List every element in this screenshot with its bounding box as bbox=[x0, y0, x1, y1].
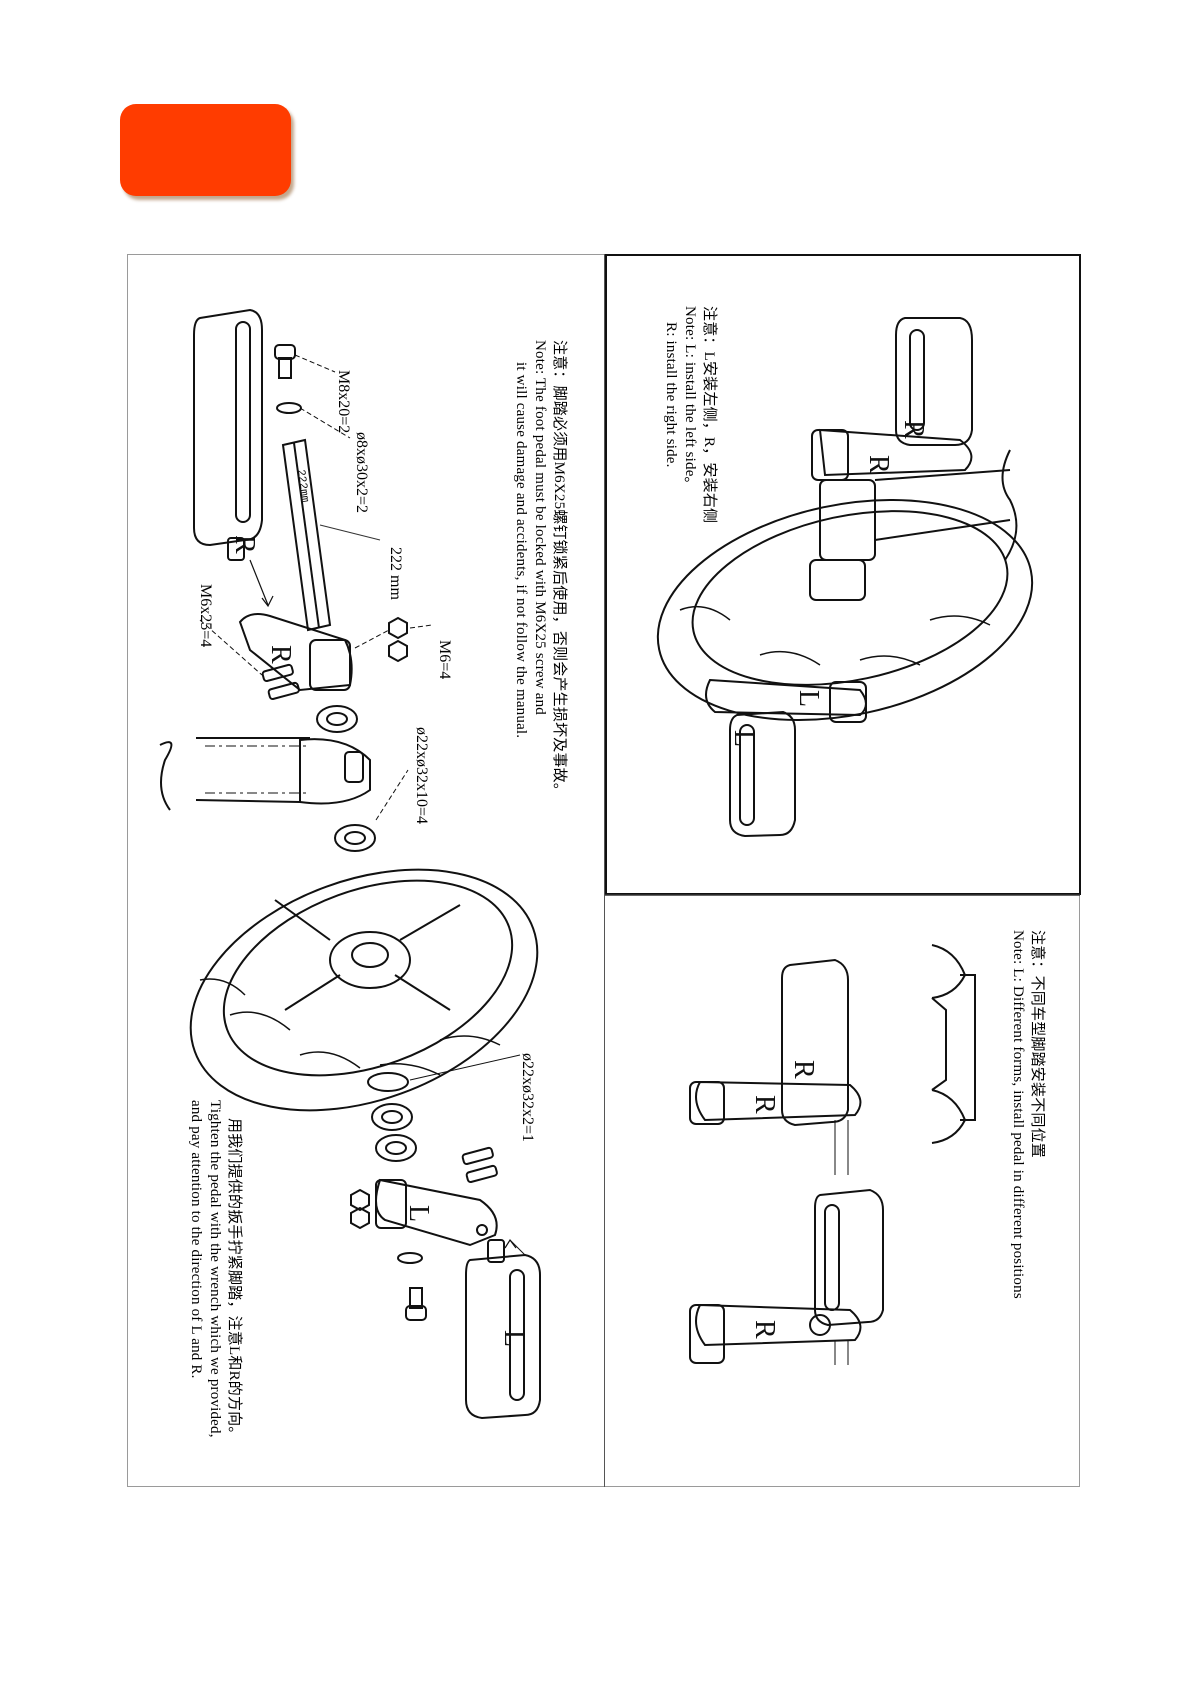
pedal-lock-note-zh: 注意：脚踏必须用M6X25螺钉锁紧后使用，否则会产生损坏及事故。 bbox=[551, 340, 567, 799]
tighten-instruction-zh: 用我们提供的扳手拧紧脚踏，注意L和R的方向。 bbox=[226, 1118, 242, 1442]
label-washer: ø8xø30x2=2 bbox=[353, 432, 370, 514]
pedal-position-alt-illustration bbox=[689, 1188, 884, 1365]
tighten-instruction: 用我们提供的扳手拧紧脚踏，注意L和R的方向。 Tighten the pedal… bbox=[186, 1100, 243, 1442]
tighten-instruction-en1: Tighten the pedal with the wrench which … bbox=[207, 1100, 223, 1438]
axle-mark: 222mm bbox=[294, 469, 311, 504]
mark-l-top-pedal: L bbox=[728, 730, 759, 747]
mark-l-pedal: L bbox=[498, 1330, 529, 1347]
crank-l-illustration bbox=[375, 1178, 498, 1247]
label-screw: M6x25=4 bbox=[197, 584, 214, 648]
washer-illustration bbox=[276, 402, 302, 414]
positions-note-zh: 注意：不同车型脚踏安装不同位置 bbox=[1029, 930, 1045, 1159]
label-axle: 222 mm bbox=[387, 547, 404, 600]
label-bearing: ø22xø32x10=4 bbox=[413, 727, 430, 825]
left-right-note: 注意：L安装左侧，R，安装右侧 Note: L: install the lef… bbox=[661, 306, 718, 523]
panel-divider bbox=[604, 254, 605, 1487]
axle-illustration bbox=[281, 438, 332, 632]
left-right-note-en1: Note: L: install the left side。 bbox=[682, 306, 698, 492]
pedal-lock-note-en2: it will cause damage and accidents, if n… bbox=[513, 362, 529, 739]
positions-note: 注意：不同车型脚踏安装不同位置 Note: L: Different forms… bbox=[1008, 930, 1046, 1299]
mark-l-crank: L bbox=[403, 1205, 434, 1222]
pedal-l-illustration bbox=[465, 1239, 541, 1420]
wrench-illustration bbox=[931, 944, 976, 1144]
pedal-position-r-illustration bbox=[689, 958, 862, 1175]
left-right-note-en2: R: install the right side. bbox=[663, 322, 679, 468]
assembled-view-illustration bbox=[656, 317, 1034, 838]
top-right-panel bbox=[605, 254, 1081, 895]
frame-tube-illustration bbox=[159, 737, 371, 811]
tighten-instruction-en2: and pay attention to the direction of L … bbox=[188, 1100, 204, 1379]
mark-r-crank: R bbox=[265, 645, 296, 664]
mark-r-bottom-crank-2: R bbox=[749, 1320, 780, 1339]
label-spacer: ø22xø32x2=1 bbox=[519, 1053, 536, 1143]
mark-r-bottom-pedal: R bbox=[788, 1060, 819, 1079]
crank-r-illustration bbox=[238, 613, 353, 692]
mark-r-top-pedal: R bbox=[898, 420, 929, 439]
bolt-illustration bbox=[274, 344, 296, 379]
label-nut: M6=4 bbox=[436, 640, 453, 680]
positions-note-en1: Note: L: Different forms, install pedal … bbox=[1010, 930, 1026, 1299]
label-bolt: M8x20=2 bbox=[335, 370, 352, 434]
mark-l-top-crank: L bbox=[793, 690, 824, 707]
pedal-lock-note-en1: Note: The foot pedal must be locked with… bbox=[532, 340, 548, 716]
bearing-illustration bbox=[316, 705, 358, 733]
section-badge bbox=[120, 104, 291, 196]
wheel-illustration bbox=[189, 868, 539, 1112]
left-right-note-zh: 注意：L安装左侧，R，安装右侧 bbox=[701, 306, 717, 524]
mark-r-left: R bbox=[229, 535, 260, 554]
pedal-lock-note: 注意：脚踏必须用M6X25螺钉锁紧后使用，否则会产生损坏及事故。 Note: T… bbox=[511, 340, 568, 798]
pedal-r-illustration bbox=[193, 308, 263, 561]
mark-r-top-crank: R bbox=[863, 455, 894, 474]
mark-r-bottom-crank: R bbox=[749, 1095, 780, 1114]
